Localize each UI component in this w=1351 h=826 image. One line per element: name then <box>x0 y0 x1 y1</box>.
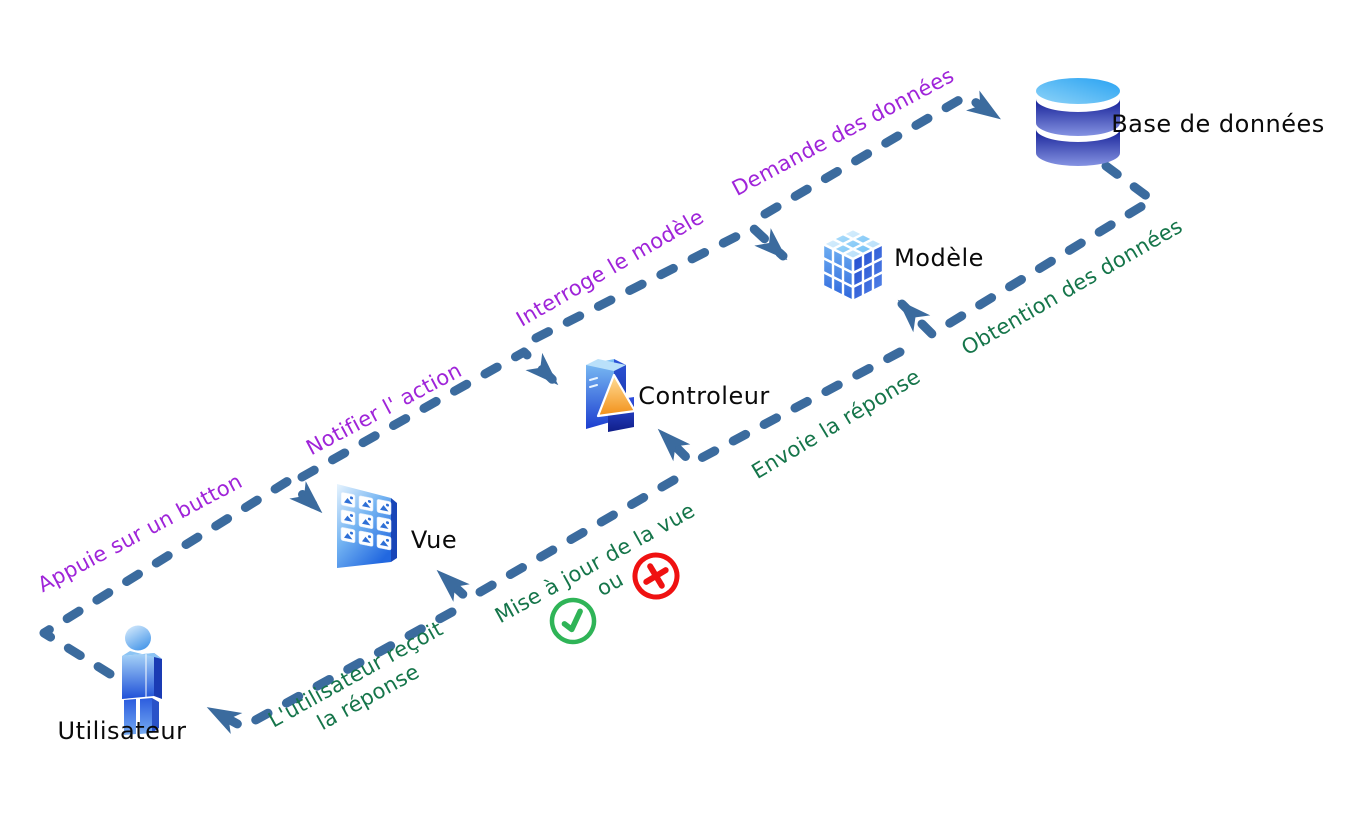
connector-controleur-to-modele <box>531 223 788 343</box>
cube-icon <box>821 227 885 303</box>
connector-user-to-vue <box>39 476 323 679</box>
connector-modele-to-bdd <box>760 90 1001 219</box>
node-label-utilisateur: Utilisateur <box>57 717 187 745</box>
node-label-modele: Modèle <box>894 244 984 272</box>
node-label-controleur: Controleur <box>638 382 770 410</box>
connector-vue-to-controleur <box>297 347 559 482</box>
node-label-vue: Vue <box>410 526 458 554</box>
success-check-icon <box>549 597 597 645</box>
node-label-base-de-donnees: Base de données <box>1111 110 1325 138</box>
person-icon <box>122 625 162 735</box>
server-tower-icon <box>586 359 637 432</box>
connector-vue-to-user <box>206 607 457 734</box>
connector-modele-to-controleur <box>657 347 905 468</box>
connector-bdd-to-modele <box>897 161 1157 339</box>
database-icon <box>1036 78 1120 166</box>
error-cross-icon <box>632 552 680 600</box>
view-grid-icon <box>337 484 397 568</box>
connector-controleur-to-vue <box>436 475 679 604</box>
